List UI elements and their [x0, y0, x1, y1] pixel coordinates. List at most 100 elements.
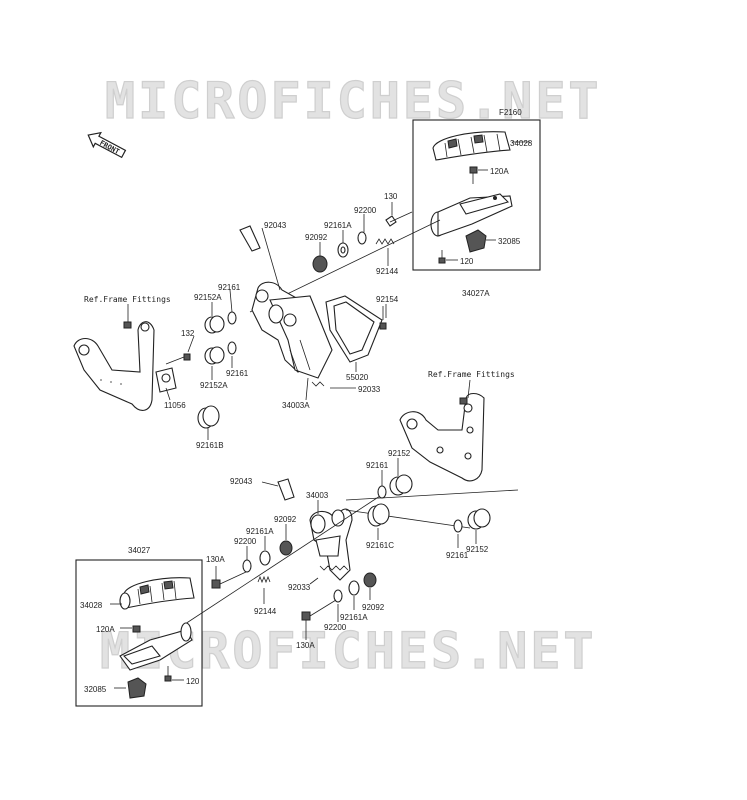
bushing-92092-bot1 [279, 540, 293, 556]
collar-92161-b [227, 341, 237, 355]
label-92200-bot1: 92200 [234, 537, 257, 546]
bolt-120a-bot [132, 625, 141, 633]
spring-92033-top [311, 381, 356, 389]
collar-92161a-bot1 [259, 550, 271, 566]
pin-92043-top [239, 225, 261, 252]
assembly-box-34027 [75, 559, 203, 707]
spring-92033-bot [319, 565, 349, 571]
collar-92161-c [377, 485, 387, 499]
bracket-34003 [309, 508, 353, 581]
label-34027a: 34027A [462, 289, 490, 298]
bolt-92154 [379, 306, 387, 330]
label-55020: 55020 [346, 373, 369, 382]
pin-92043-bot [277, 478, 295, 501]
frame-fitting-right [459, 397, 468, 405]
bolt-130a-top [211, 571, 247, 589]
plate-55020 [325, 295, 383, 363]
frame-bracket-right [399, 392, 485, 482]
bushing-92092-top [312, 255, 328, 273]
bushing-92092-bot2 [363, 572, 377, 588]
label-92200-bot2: 92200 [324, 623, 347, 632]
label-92152-bot: 92152 [466, 545, 489, 554]
label-92161a-top: 92161A [324, 221, 352, 230]
footpeg-body-bot [119, 622, 193, 671]
guide-line-b [345, 509, 471, 529]
label-92161b: 92161B [196, 441, 224, 450]
label-130a-bot: 130A [296, 641, 315, 650]
label-11056: 11056 [164, 401, 186, 410]
washer-92200-top [357, 231, 367, 245]
screw-120-bot [164, 666, 172, 682]
leader-lines [110, 141, 530, 689]
label-132: 132 [181, 329, 195, 338]
bolt-132 [165, 353, 191, 365]
bracket-34003a [251, 281, 333, 379]
label-92161-d: 92161 [446, 551, 469, 560]
collar-92161-d [453, 519, 463, 533]
collar-92152-top [389, 474, 413, 496]
collar-92161-a [227, 311, 237, 325]
label-92092-bot2: 92092 [362, 603, 385, 612]
label-92161c: 92161C [366, 541, 394, 550]
screw-120-top [438, 250, 446, 264]
label-92144-top: 92144 [376, 267, 399, 276]
label-34028-bot: 34028 [80, 601, 103, 610]
label-92152a-a: 92152A [194, 293, 222, 302]
pad-32085-top [465, 229, 487, 253]
label-34003a: 34003A [282, 401, 310, 410]
washer-92200-bot2 [333, 589, 343, 603]
guide-line-a [345, 489, 519, 501]
collar-92161a-top [337, 242, 349, 258]
label-92154: 92154 [376, 295, 399, 304]
label-92152a-b: 92152A [200, 381, 228, 390]
spring-92144-bot [257, 575, 271, 584]
label-130: 130 [384, 192, 398, 201]
label-92161-a: 92161 [218, 283, 241, 292]
note-ref-frame-right: Ref.Frame Fittings [428, 370, 515, 379]
label-92200-top: 92200 [354, 206, 377, 215]
axle-line-bottom [181, 495, 381, 627]
label-92152-top: 92152 [388, 449, 411, 458]
part-labels: 34028 120A 32085 120 34027A 130 92200 92… [80, 139, 533, 694]
label-92033-top: 92033 [358, 385, 381, 394]
bushing-92161b [197, 405, 220, 429]
label-120-top: 120 [460, 257, 474, 266]
front-arrow-icon: FRONT [87, 131, 127, 159]
label-34028-top: 34028 [510, 139, 533, 148]
label-34003: 34003 [306, 491, 329, 500]
footpeg-rubber-bot [119, 577, 195, 610]
label-92144-bot: 92144 [254, 607, 277, 616]
collar-92152a-b [204, 346, 225, 365]
collar-92161a-bot2 [348, 580, 360, 596]
note-ref-frame-left: Ref.Frame Fittings [84, 295, 171, 304]
diagram-code: F2160 [499, 108, 522, 117]
label-120-bot: 120 [186, 677, 200, 686]
label-92043-top: 92043 [264, 221, 287, 230]
footpeg-body-top [430, 193, 513, 237]
collar-92152-bot [467, 508, 491, 530]
bolt-130 [385, 211, 413, 227]
washer-92200-bot1 [242, 559, 252, 573]
label-32085-top: 32085 [498, 237, 521, 246]
pad-32085-bot [127, 677, 147, 699]
label-34027: 34027 [128, 546, 151, 555]
bolt-130a-bot [301, 599, 337, 621]
frame-bracket-left [73, 321, 177, 411]
bolt-120a-top [469, 166, 478, 184]
assembly-box-34027a [412, 119, 541, 271]
watermark-top: MICROFICHES.NET [105, 72, 602, 130]
label-130a-top: 130A [206, 555, 225, 564]
label-120a-bot: 120A [96, 625, 115, 634]
label-92092-bot1: 92092 [274, 515, 297, 524]
bushing-92161c [367, 503, 390, 527]
label-92161-b: 92161 [226, 369, 249, 378]
footpeg-rubber-top [432, 131, 511, 161]
label-32085-bot: 32085 [84, 685, 107, 694]
label-92092-top: 92092 [305, 233, 328, 242]
label-92161a-bot2: 92161A [340, 613, 368, 622]
collar-92152a-a [204, 315, 225, 334]
spring-92144-top [375, 238, 395, 245]
label-120a-top: 120A [490, 167, 509, 176]
frame-fitting-left [123, 321, 132, 329]
